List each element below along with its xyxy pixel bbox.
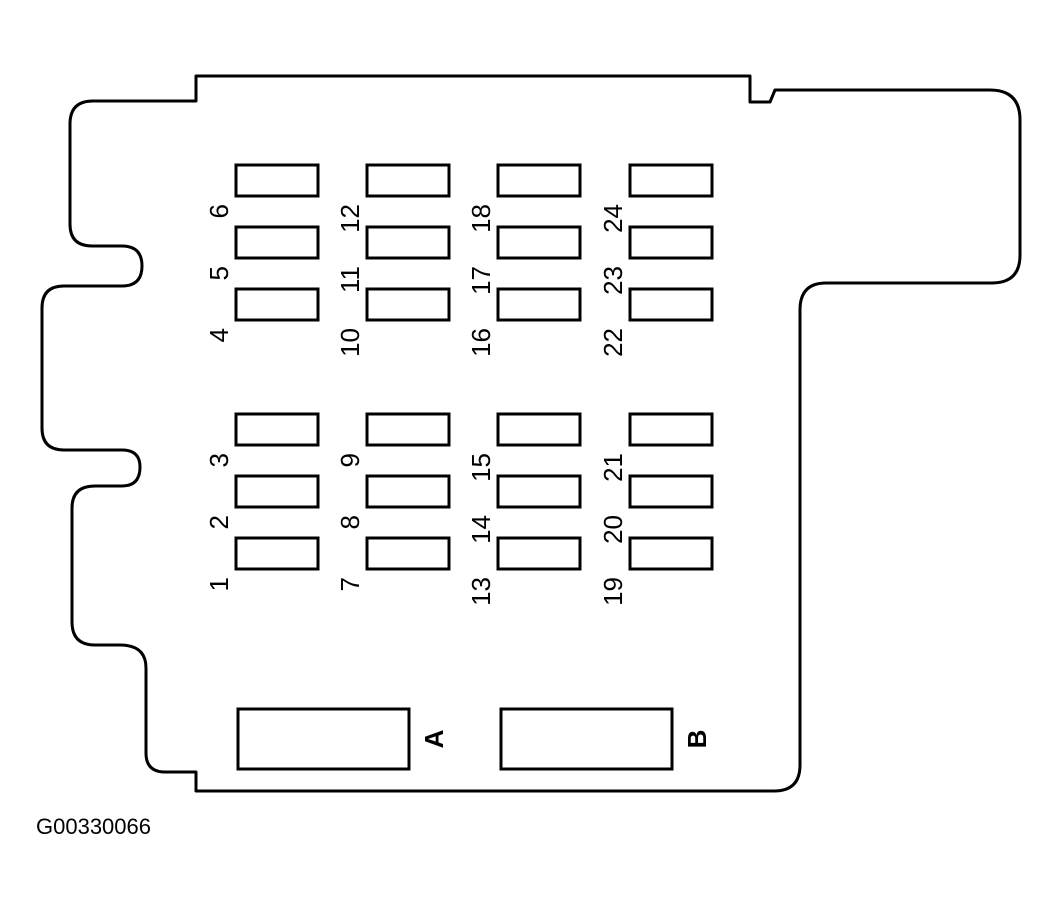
fuse-label-16: 16 (466, 328, 496, 357)
fuse-label-8: 8 (335, 515, 365, 529)
fuse-14 (496, 474, 582, 509)
fuse-label-13: 13 (466, 577, 496, 606)
fuse-5 (234, 225, 320, 260)
fuse-10 (365, 287, 451, 322)
fuse-9 (365, 412, 451, 447)
fuse-label-1: 1 (204, 577, 234, 591)
fuse-20 (628, 474, 714, 509)
fuse-label-21: 21 (598, 453, 628, 482)
fuse-18 (496, 163, 582, 198)
fuse-label-6: 6 (204, 204, 234, 218)
fuse-label-24: 24 (598, 204, 628, 233)
fuse-7 (365, 536, 451, 571)
fuse-1 (234, 536, 320, 571)
fuse-24 (628, 163, 714, 198)
fuse-label-2: 2 (204, 515, 234, 529)
fuse-label-7: 7 (335, 577, 365, 591)
fuse-label-22: 22 (598, 328, 628, 357)
fuse-3 (234, 412, 320, 447)
fuse-8 (365, 474, 451, 509)
fuse-label-23: 23 (598, 266, 628, 295)
fuse-11 (365, 225, 451, 260)
fuse-label-3: 3 (204, 453, 234, 467)
fuse-label-4: 4 (204, 328, 234, 342)
fuse-label-11: 11 (335, 266, 365, 293)
relay-a (236, 707, 411, 771)
figure-code: G00330066 (36, 814, 151, 839)
fuse-label-15: 15 (466, 453, 496, 482)
fuse-2 (234, 474, 320, 509)
fuse-label-10: 10 (335, 328, 365, 357)
fuse-6 (234, 163, 320, 198)
fuse-4 (234, 287, 320, 322)
fuse-label-20: 20 (598, 515, 628, 544)
fuse-12 (365, 163, 451, 198)
fuse-19 (628, 536, 714, 571)
fuse-label-17: 17 (466, 266, 496, 295)
fuse-block-outline (40, 74, 1022, 793)
relay-label-a: A (419, 729, 449, 748)
fuse-label-18: 18 (466, 204, 496, 233)
fuse-15 (496, 412, 582, 447)
fuse-22 (628, 287, 714, 322)
fuse-16 (496, 287, 582, 322)
fuse-label-12: 12 (335, 204, 365, 233)
fuse-label-14: 14 (466, 515, 496, 544)
fuse-23 (628, 225, 714, 260)
fuse-17 (496, 225, 582, 260)
fuse-label-19: 19 (598, 577, 628, 606)
fuse-label-5: 5 (204, 266, 234, 280)
fuse-label-9: 9 (335, 453, 365, 467)
relay-b (499, 707, 674, 771)
fuse-21 (628, 412, 714, 447)
relay-label-b: B (682, 730, 712, 749)
fuse-13 (496, 536, 582, 571)
